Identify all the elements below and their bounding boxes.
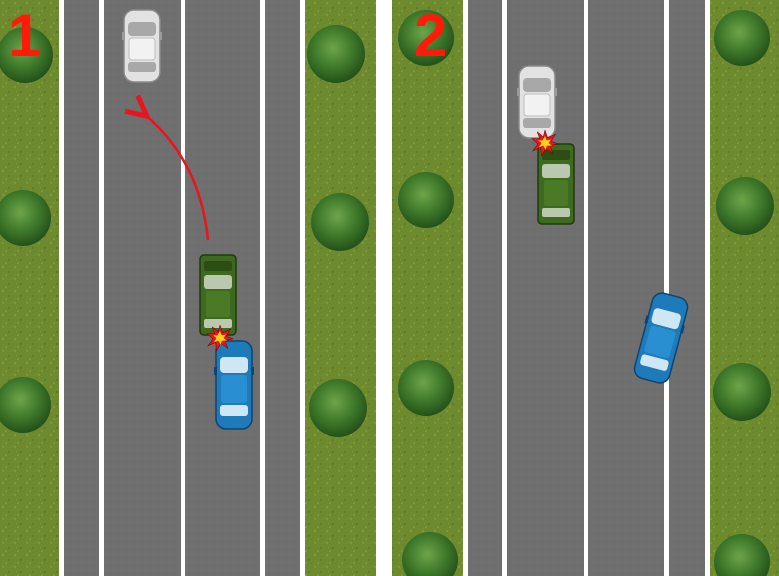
curved-arrow-icon xyxy=(143,113,210,241)
road-edge-line-right xyxy=(705,0,710,576)
tree-icon xyxy=(398,360,454,416)
road-edge-line-right xyxy=(300,0,305,576)
tree-icon xyxy=(307,25,365,83)
panel-2-label: 2 xyxy=(414,2,448,69)
tree-icon xyxy=(398,172,454,228)
green-car-icon xyxy=(199,254,237,336)
tree-icon xyxy=(0,27,53,83)
panel-2-road xyxy=(463,0,710,576)
green-car-icon xyxy=(537,143,575,225)
tree-icon xyxy=(714,10,770,66)
tree-icon xyxy=(402,532,458,576)
panel-1-road xyxy=(59,0,305,576)
panel-divider xyxy=(376,0,392,576)
white-car-icon xyxy=(122,9,162,83)
lane-line xyxy=(99,0,104,576)
tree-icon xyxy=(0,377,51,433)
lane-line xyxy=(584,0,588,576)
tree-icon xyxy=(714,534,770,576)
white-car-icon xyxy=(517,65,557,139)
tree-icon xyxy=(716,177,774,235)
road-edge-line-left xyxy=(59,0,64,576)
panel-1-label: 1 xyxy=(8,2,42,69)
tree-icon xyxy=(713,363,771,421)
tree-icon xyxy=(311,193,369,251)
lane-line xyxy=(664,0,669,576)
lane-line xyxy=(260,0,265,576)
blue-car-icon xyxy=(214,340,254,430)
lane-line xyxy=(502,0,507,576)
road-edge-line-left xyxy=(463,0,468,576)
lane-line xyxy=(181,0,185,576)
tree-icon xyxy=(0,190,51,246)
tree-icon xyxy=(309,379,367,437)
tree-icon xyxy=(398,10,454,66)
